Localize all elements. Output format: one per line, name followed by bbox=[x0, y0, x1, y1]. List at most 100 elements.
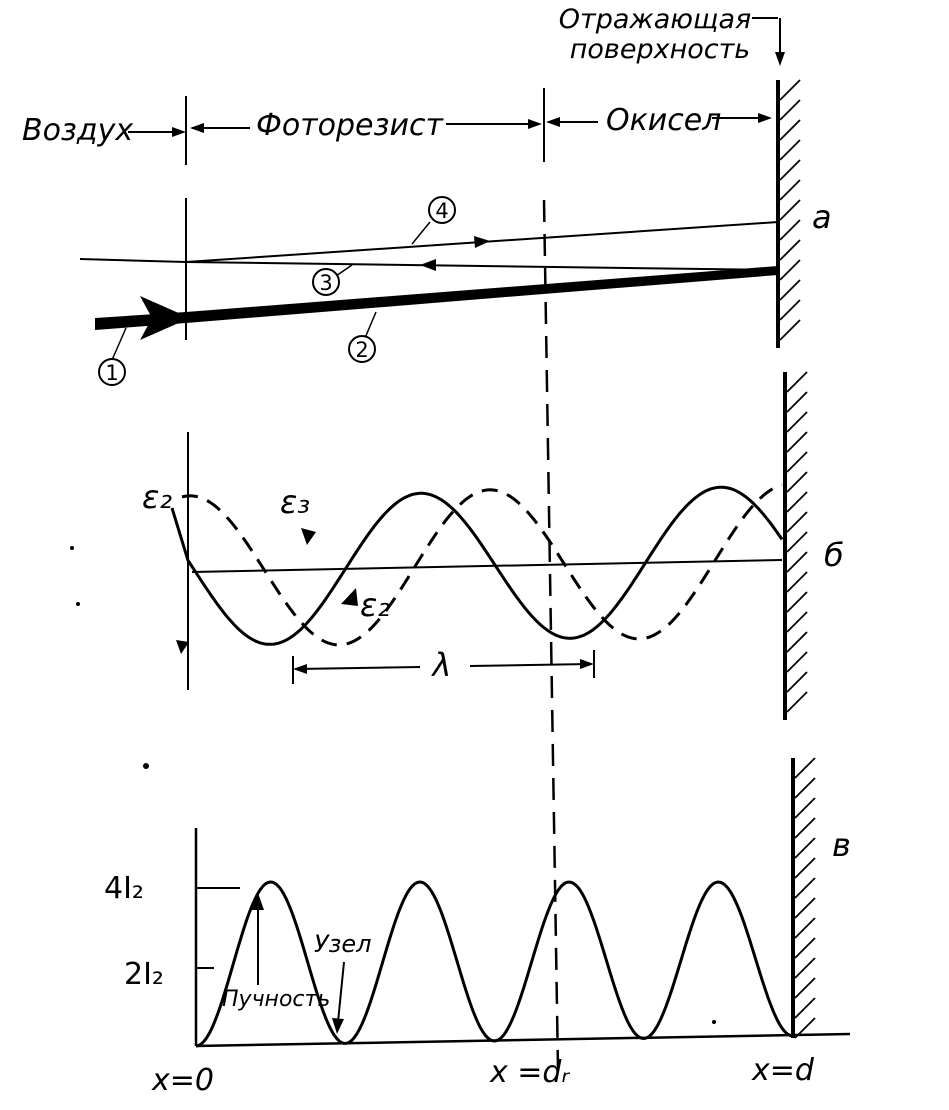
hatch-line bbox=[794, 997, 816, 1019]
hatch-line bbox=[786, 651, 808, 673]
node-arrowhead bbox=[332, 1018, 344, 1034]
ray-3-arrowhead bbox=[420, 259, 436, 271]
hatch-line bbox=[794, 757, 816, 779]
photoresist-arrowhead-left bbox=[190, 123, 204, 133]
oxide-arrowhead-right bbox=[758, 113, 772, 123]
speck bbox=[76, 602, 80, 606]
hatch-line bbox=[786, 691, 808, 713]
hatch-line bbox=[786, 531, 808, 553]
hatch-line bbox=[779, 259, 801, 281]
region-labels: Воздух Фоторезист Окисел bbox=[22, 103, 772, 148]
wave-epsilon-2 bbox=[170, 485, 784, 646]
hatch-line bbox=[786, 371, 808, 393]
wave-epsilon-2-label-left: ε₂ bbox=[142, 478, 172, 516]
hatch-line bbox=[794, 957, 816, 979]
hatch-line bbox=[786, 431, 808, 453]
hatch-line bbox=[779, 279, 801, 301]
lambda-label: λ bbox=[431, 646, 452, 684]
panel-c-label: в bbox=[832, 826, 851, 864]
ray-4-circle bbox=[428, 196, 456, 224]
hatch-line bbox=[786, 491, 808, 513]
hatch-line bbox=[786, 391, 808, 413]
ray-2-leader bbox=[364, 311, 377, 339]
hatch-line bbox=[779, 159, 801, 181]
ray-3 bbox=[185, 261, 779, 271]
reflecting-surface-line-2: поверхность bbox=[570, 34, 750, 65]
lambda-arrow-right bbox=[469, 663, 591, 667]
hatch-line bbox=[779, 99, 801, 121]
wave-epsilon-3-arrowhead bbox=[301, 528, 316, 545]
x-axis bbox=[195, 1032, 851, 1048]
panel-a: 1 2 3 4 а bbox=[79, 79, 832, 1071]
hatch-line bbox=[786, 451, 808, 473]
hatch-line bbox=[786, 611, 808, 633]
surface-reflection-line bbox=[79, 258, 187, 263]
panel-a-label: а bbox=[812, 198, 832, 236]
mirror-hatching-a bbox=[779, 79, 801, 341]
air-arrowhead bbox=[172, 127, 186, 137]
antinode-arrowhead bbox=[252, 893, 264, 910]
hatch-line bbox=[786, 631, 808, 653]
x-label-origin: x=0 bbox=[151, 1063, 214, 1098]
hatch-line bbox=[786, 551, 808, 573]
ray-2 bbox=[186, 266, 778, 323]
hatch-line bbox=[779, 299, 801, 321]
x-label-interface: x =dᵣ bbox=[489, 1055, 570, 1090]
ray-4-leader bbox=[411, 221, 431, 245]
ray-1-leader bbox=[111, 327, 127, 361]
region-photoresist-label: Фоторезист bbox=[256, 108, 444, 143]
panel-b-label: б bbox=[824, 536, 844, 574]
hatch-line bbox=[794, 977, 816, 999]
resist-oxide-boundary-dashed bbox=[542, 199, 560, 1071]
hatch-line bbox=[786, 471, 808, 493]
hatch-line bbox=[779, 139, 801, 161]
wave-epsilon-3-label: ε₃ bbox=[280, 483, 310, 521]
hatch-line bbox=[779, 79, 801, 101]
reflecting-surface-line-1: Отражающая bbox=[559, 4, 751, 35]
hatch-line bbox=[786, 591, 808, 613]
photoresist-arrowhead-right bbox=[528, 119, 542, 129]
reflecting-surface-arrowhead bbox=[775, 52, 785, 66]
hatch-line bbox=[794, 817, 816, 839]
speck bbox=[70, 546, 74, 550]
hatch-line bbox=[786, 411, 808, 433]
hatch-line bbox=[794, 877, 816, 899]
node-arrow bbox=[337, 961, 345, 1023]
lambda-arrowhead-right bbox=[580, 659, 594, 669]
speck bbox=[712, 1020, 716, 1024]
antinode-label: Пучность bbox=[222, 987, 330, 1012]
hatch-line bbox=[779, 219, 801, 241]
x-label-surface: x=d bbox=[751, 1053, 815, 1088]
region-oxide-label: Окисел bbox=[606, 103, 721, 138]
hatch-line bbox=[794, 857, 816, 879]
ray-3-marker: 3 bbox=[312, 264, 353, 296]
hatch-line bbox=[794, 797, 816, 819]
hatch-line bbox=[786, 671, 808, 693]
oxide-arrowhead-left bbox=[546, 117, 560, 127]
ray-1-marker: 1 bbox=[98, 327, 127, 386]
intensity-curve bbox=[195, 880, 793, 1048]
hatch-line bbox=[794, 917, 816, 939]
ray-1-number: 1 bbox=[105, 361, 118, 385]
hatch-line bbox=[794, 777, 816, 799]
mirror-hatching-c bbox=[794, 757, 816, 1039]
panel-c: 4I₂ 2I₂ Пучность Узел x=0 x =dᵣ x=d в bbox=[104, 757, 851, 1098]
panel-b: ε₂ ε₃ ε₂ λ б bbox=[142, 371, 844, 720]
hatch-line bbox=[779, 199, 801, 221]
ray-3-number: 3 bbox=[319, 271, 332, 295]
node-label: Узел bbox=[314, 930, 372, 958]
ray-4-marker: 4 bbox=[411, 196, 456, 245]
ray-2-marker: 2 bbox=[348, 311, 377, 363]
hatch-line bbox=[779, 239, 801, 261]
wave-epsilon-3 bbox=[181, 483, 783, 647]
wave-epsilon-2-arrowhead bbox=[341, 588, 358, 606]
hatch-line bbox=[779, 179, 801, 201]
lambda-arrow-left bbox=[295, 666, 421, 670]
hatch-line bbox=[786, 571, 808, 593]
y-tick-label-2i2: 2I₂ bbox=[124, 957, 164, 992]
ray-3-leader bbox=[335, 264, 353, 277]
wave-epsilon-3-tail bbox=[176, 640, 189, 654]
